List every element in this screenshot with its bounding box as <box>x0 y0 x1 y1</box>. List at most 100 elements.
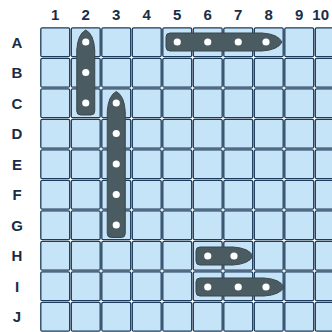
grid-cell <box>285 150 314 179</box>
grid-cell <box>163 302 192 331</box>
grid-cell <box>224 58 253 87</box>
grid-cell <box>41 89 70 118</box>
grid-cell <box>163 89 192 118</box>
ship-peg <box>204 38 211 45</box>
grid-cell <box>224 119 253 148</box>
grid-cell <box>193 180 222 209</box>
grid-cell <box>163 119 192 148</box>
row-letter: C <box>12 96 23 111</box>
ship-peg <box>262 283 269 290</box>
grid-cell <box>71 302 100 331</box>
ship <box>107 92 125 238</box>
grid-cell <box>41 58 70 87</box>
ship-peg <box>113 160 120 167</box>
grid-cell <box>102 28 131 57</box>
grid-cell <box>102 302 131 331</box>
ship-peg <box>113 221 120 228</box>
grid-cell <box>132 119 161 148</box>
grid-cell <box>193 211 222 240</box>
grid-cell <box>224 150 253 179</box>
ship-peg <box>82 69 89 76</box>
grid-cell <box>71 211 100 240</box>
column-number: 9 <box>295 7 303 22</box>
grid-cell <box>132 28 161 57</box>
grid-cell <box>132 302 161 331</box>
grid-cell <box>41 119 70 148</box>
ship-peg <box>82 38 89 45</box>
grid-cell <box>315 28 332 57</box>
grid-cell <box>315 150 332 179</box>
grid-cell <box>224 180 253 209</box>
grid-cell <box>193 302 222 331</box>
ship-peg <box>262 38 269 45</box>
grid-cell <box>193 58 222 87</box>
grid-cell <box>254 119 283 148</box>
grid-cell <box>285 58 314 87</box>
column-number: 6 <box>204 7 212 22</box>
grid-cell <box>163 272 192 301</box>
grid-cell <box>224 302 253 331</box>
grid-cell <box>71 272 100 301</box>
grid-cell <box>102 272 131 301</box>
grid-cell <box>71 241 100 270</box>
grid-cell <box>132 241 161 270</box>
ship-peg <box>82 99 89 106</box>
grid-cell <box>163 241 192 270</box>
grid-cell <box>41 150 70 179</box>
column-number: 10 <box>312 7 329 22</box>
grid-cell <box>285 302 314 331</box>
grid-cell <box>285 28 314 57</box>
grid-cell <box>193 150 222 179</box>
grid-cell <box>71 119 100 148</box>
ships <box>77 30 284 296</box>
grid-cell <box>163 211 192 240</box>
row-letter: A <box>12 35 23 50</box>
ship <box>166 33 282 51</box>
grid-cell <box>254 241 283 270</box>
grid-cell <box>254 302 283 331</box>
grid-cell <box>285 180 314 209</box>
ship-peg <box>235 38 242 45</box>
grid-cell <box>132 211 161 240</box>
column-number: 8 <box>265 7 273 22</box>
grid-cell <box>41 272 70 301</box>
column-number: 4 <box>143 7 151 22</box>
grid-cell <box>315 89 332 118</box>
grid-cell <box>71 150 100 179</box>
column-number: 3 <box>112 7 120 22</box>
grid-cell <box>315 119 332 148</box>
row-letter: E <box>12 157 22 172</box>
row-letter: G <box>11 218 23 233</box>
grid-cell <box>315 211 332 240</box>
grid-cell <box>285 119 314 148</box>
row-letter: D <box>12 126 23 141</box>
grid-cell <box>163 58 192 87</box>
grid-cell <box>254 180 283 209</box>
grid-cell <box>315 302 332 331</box>
column-number: 5 <box>173 7 181 22</box>
grid-cell <box>315 241 332 270</box>
grid-cell <box>102 58 131 87</box>
ship <box>77 30 95 115</box>
grid-cell <box>254 89 283 118</box>
grid-cell <box>285 89 314 118</box>
ship-peg <box>113 191 120 198</box>
ship <box>196 278 284 296</box>
ship-peg <box>235 283 242 290</box>
ship-peg <box>204 283 211 290</box>
grid-cell <box>224 89 253 118</box>
grid <box>41 28 332 331</box>
row-letter: B <box>12 65 23 80</box>
grid-cell <box>41 28 70 57</box>
column-number: 7 <box>234 7 242 22</box>
grid-cell <box>132 58 161 87</box>
grid-cell <box>315 58 332 87</box>
grid-cell <box>193 119 222 148</box>
ship-peg <box>230 252 237 259</box>
grid-cell <box>315 180 332 209</box>
grid-cell <box>163 180 192 209</box>
column-number: 1 <box>51 7 59 22</box>
ship-peg <box>113 99 120 106</box>
grid-cell <box>71 180 100 209</box>
